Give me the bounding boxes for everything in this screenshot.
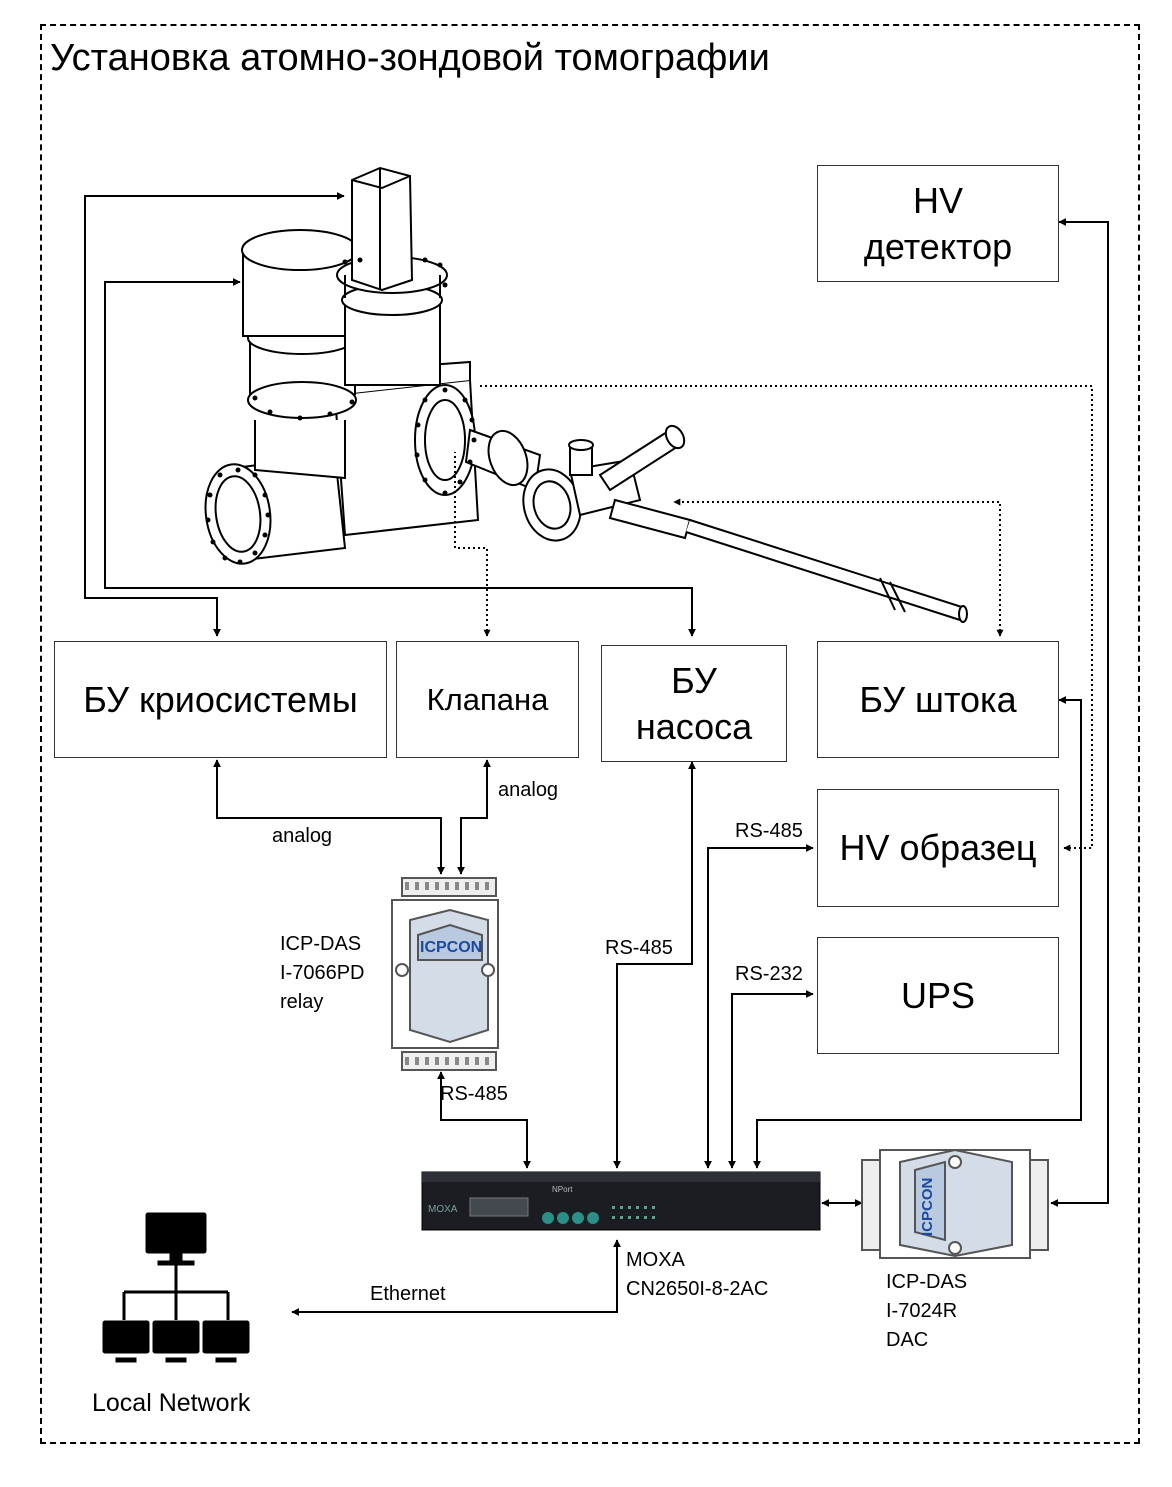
relay-line3: relay	[280, 991, 324, 1013]
hv-sample-box: HV образец	[817, 789, 1059, 907]
pump-line1: БУ	[671, 659, 717, 701]
installation-boundary	[40, 24, 1140, 1444]
ethernet-label: Ethernet	[370, 1283, 446, 1305]
analog-left-label: analog	[272, 825, 333, 847]
hv-detector-line2: детектор	[863, 225, 1013, 267]
rod-control-label: БУ штока	[859, 678, 1017, 720]
icp-dac-module-image: ICPCON	[861, 1148, 1049, 1259]
hv-detector-line1: HV	[912, 179, 963, 221]
hv-sample-label: HV образец	[839, 827, 1037, 868]
dac-device-label: ICP-DAS I-7024R DAC	[886, 1268, 967, 1355]
dac-line1: ICP-DAS	[886, 1271, 968, 1293]
cryo-control-label: БУ криосистемы	[83, 678, 358, 720]
moxa-server-image: MOXA NPort	[421, 1171, 821, 1231]
rs232-ups-label: RS-232	[735, 963, 803, 985]
svg-text:ICPCON: ICPCON	[919, 1178, 936, 1236]
ups-label: UPS	[900, 974, 976, 1016]
rs485-pump-label: RS-485	[605, 937, 673, 959]
diagram-title: Установка атомно-зондовой томографии	[50, 37, 770, 79]
moxa-device-label: MOXA CN2650I-8-2AC	[626, 1246, 768, 1304]
analog-right-label: analog	[498, 779, 559, 801]
rs485-relay-label: RS-485	[440, 1083, 508, 1105]
valve-label: Клапана	[426, 681, 549, 717]
relay-device-label: ICP-DAS I-7066PD relay	[280, 930, 365, 1017]
moxa-line2: CN2650I-8-2AC	[626, 1278, 769, 1300]
relay-line2: I-7066PD	[280, 962, 365, 984]
cryo-control-box: БУ криосистемы	[54, 641, 387, 758]
dac-line3: DAC	[886, 1329, 929, 1351]
pump-line2: насоса	[635, 705, 753, 747]
rod-control-box: БУ штока	[817, 641, 1059, 758]
relay-line1: ICP-DAS	[280, 933, 362, 955]
icp-relay-module-image: ICPCON	[391, 877, 499, 1071]
local-network-icon	[102, 1212, 250, 1363]
pump-control-box: БУ насоса	[601, 645, 787, 762]
valve-box: Клапана	[396, 641, 579, 758]
svg-text:ICPCON: ICPCON	[420, 939, 482, 956]
hv-detector-box: HV детектор	[817, 165, 1059, 282]
dac-line2: I-7024R	[886, 1300, 958, 1322]
ups-box: UPS	[817, 937, 1059, 1054]
svg-text:NPort: NPort	[552, 1185, 573, 1194]
rs485-hv-label: RS-485	[735, 820, 803, 842]
local-network-label: Local Network	[92, 1389, 251, 1417]
moxa-line1: MOXA	[626, 1249, 685, 1271]
svg-text:MOXA: MOXA	[428, 1204, 458, 1215]
